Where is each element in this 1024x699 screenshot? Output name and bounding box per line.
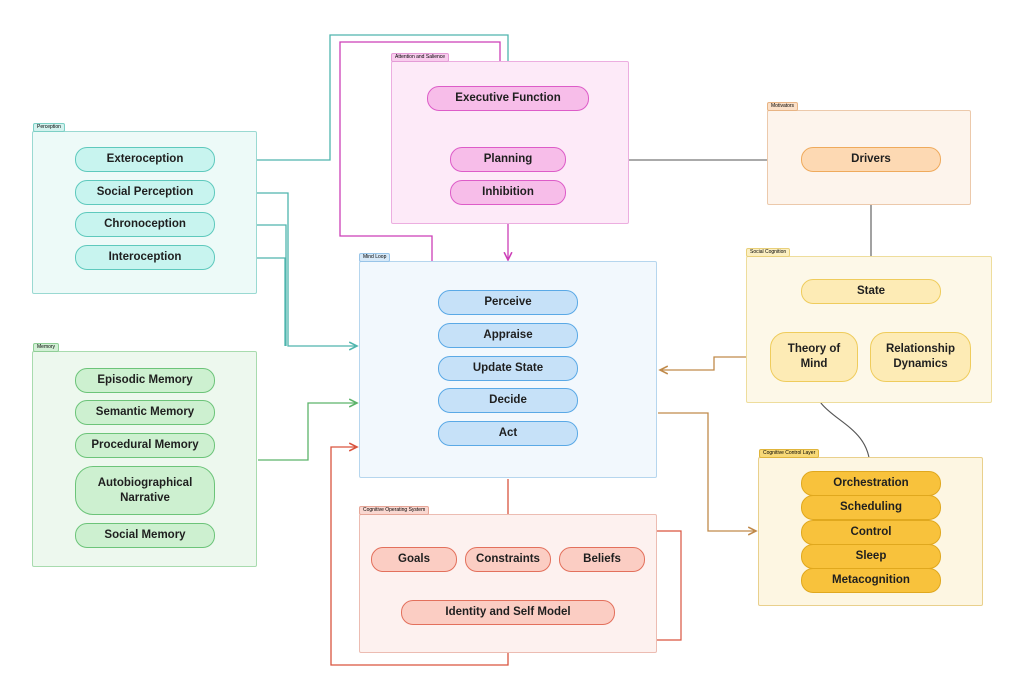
social-perception-node[interactable]: Social Perception — [75, 180, 215, 205]
memory-group-label: Memory — [33, 343, 60, 352]
chronoception-node[interactable]: Chronoception — [75, 212, 215, 237]
edge-memory-mindloop — [258, 403, 357, 461]
relationship-dynamics-node[interactable]: Relationship Dynamics — [870, 332, 971, 382]
attention-group-label: Attention and Salience — [391, 53, 450, 62]
edge-mindloop-control — [658, 412, 756, 531]
inhibition-node[interactable]: Inhibition — [450, 180, 566, 205]
identity-self-model-node[interactable]: Identity and Self Model — [401, 600, 615, 625]
edge-exteroception-executive — [215, 34, 508, 161]
state-node[interactable]: State — [801, 279, 941, 304]
edge-os-mindloop — [330, 447, 509, 666]
motivators-group-label: Motivators — [767, 102, 799, 111]
exteroception-node[interactable]: Exteroception — [75, 147, 215, 172]
control-layer-group-label: Cognitive Control Layer — [759, 449, 820, 458]
update-state-node[interactable]: Update State — [438, 356, 578, 381]
drivers-node[interactable]: Drivers — [801, 147, 941, 172]
executive-function-node[interactable]: Executive Function — [427, 86, 589, 111]
autobiographical-narrative-node[interactable]: Autobiographical Narrative — [75, 466, 215, 515]
act-node[interactable]: Act — [438, 421, 578, 446]
control-node[interactable]: Control — [801, 520, 941, 545]
edge-mindloop-executive — [339, 41, 501, 262]
cognitive-os-group — [359, 514, 657, 653]
scheduling-node[interactable]: Scheduling — [801, 495, 941, 520]
orchestration-node[interactable]: Orchestration — [801, 471, 941, 496]
beliefs-node[interactable]: Beliefs — [559, 547, 645, 572]
edge-social-mindloop — [660, 356, 770, 370]
perception-group-label: Perception — [33, 123, 65, 132]
mind-loop-group-label: Mind Loop — [359, 253, 391, 262]
constraints-node[interactable]: Constraints — [465, 547, 551, 572]
decide-node[interactable]: Decide — [438, 388, 578, 413]
goals-node[interactable]: Goals — [371, 547, 457, 572]
interoception-node[interactable]: Interoception — [75, 245, 215, 270]
semantic-memory-node[interactable]: Semantic Memory — [75, 400, 215, 425]
social-cognition-group-label: Social Cognition — [746, 248, 791, 257]
appraise-node[interactable]: Appraise — [438, 323, 578, 348]
planning-node[interactable]: Planning — [450, 147, 566, 172]
perceive-node[interactable]: Perceive — [438, 290, 578, 315]
sleep-node[interactable]: Sleep — [801, 544, 941, 569]
theory-of-mind-node[interactable]: Theory of Mind — [770, 332, 858, 382]
social-memory-node[interactable]: Social Memory — [75, 523, 215, 548]
metacognition-node[interactable]: Metacognition — [801, 568, 941, 593]
cognitive-os-group-label: Cognitive Operating System — [359, 506, 430, 515]
episodic-memory-node[interactable]: Episodic Memory — [75, 368, 215, 393]
procedural-memory-node[interactable]: Procedural Memory — [75, 433, 215, 458]
